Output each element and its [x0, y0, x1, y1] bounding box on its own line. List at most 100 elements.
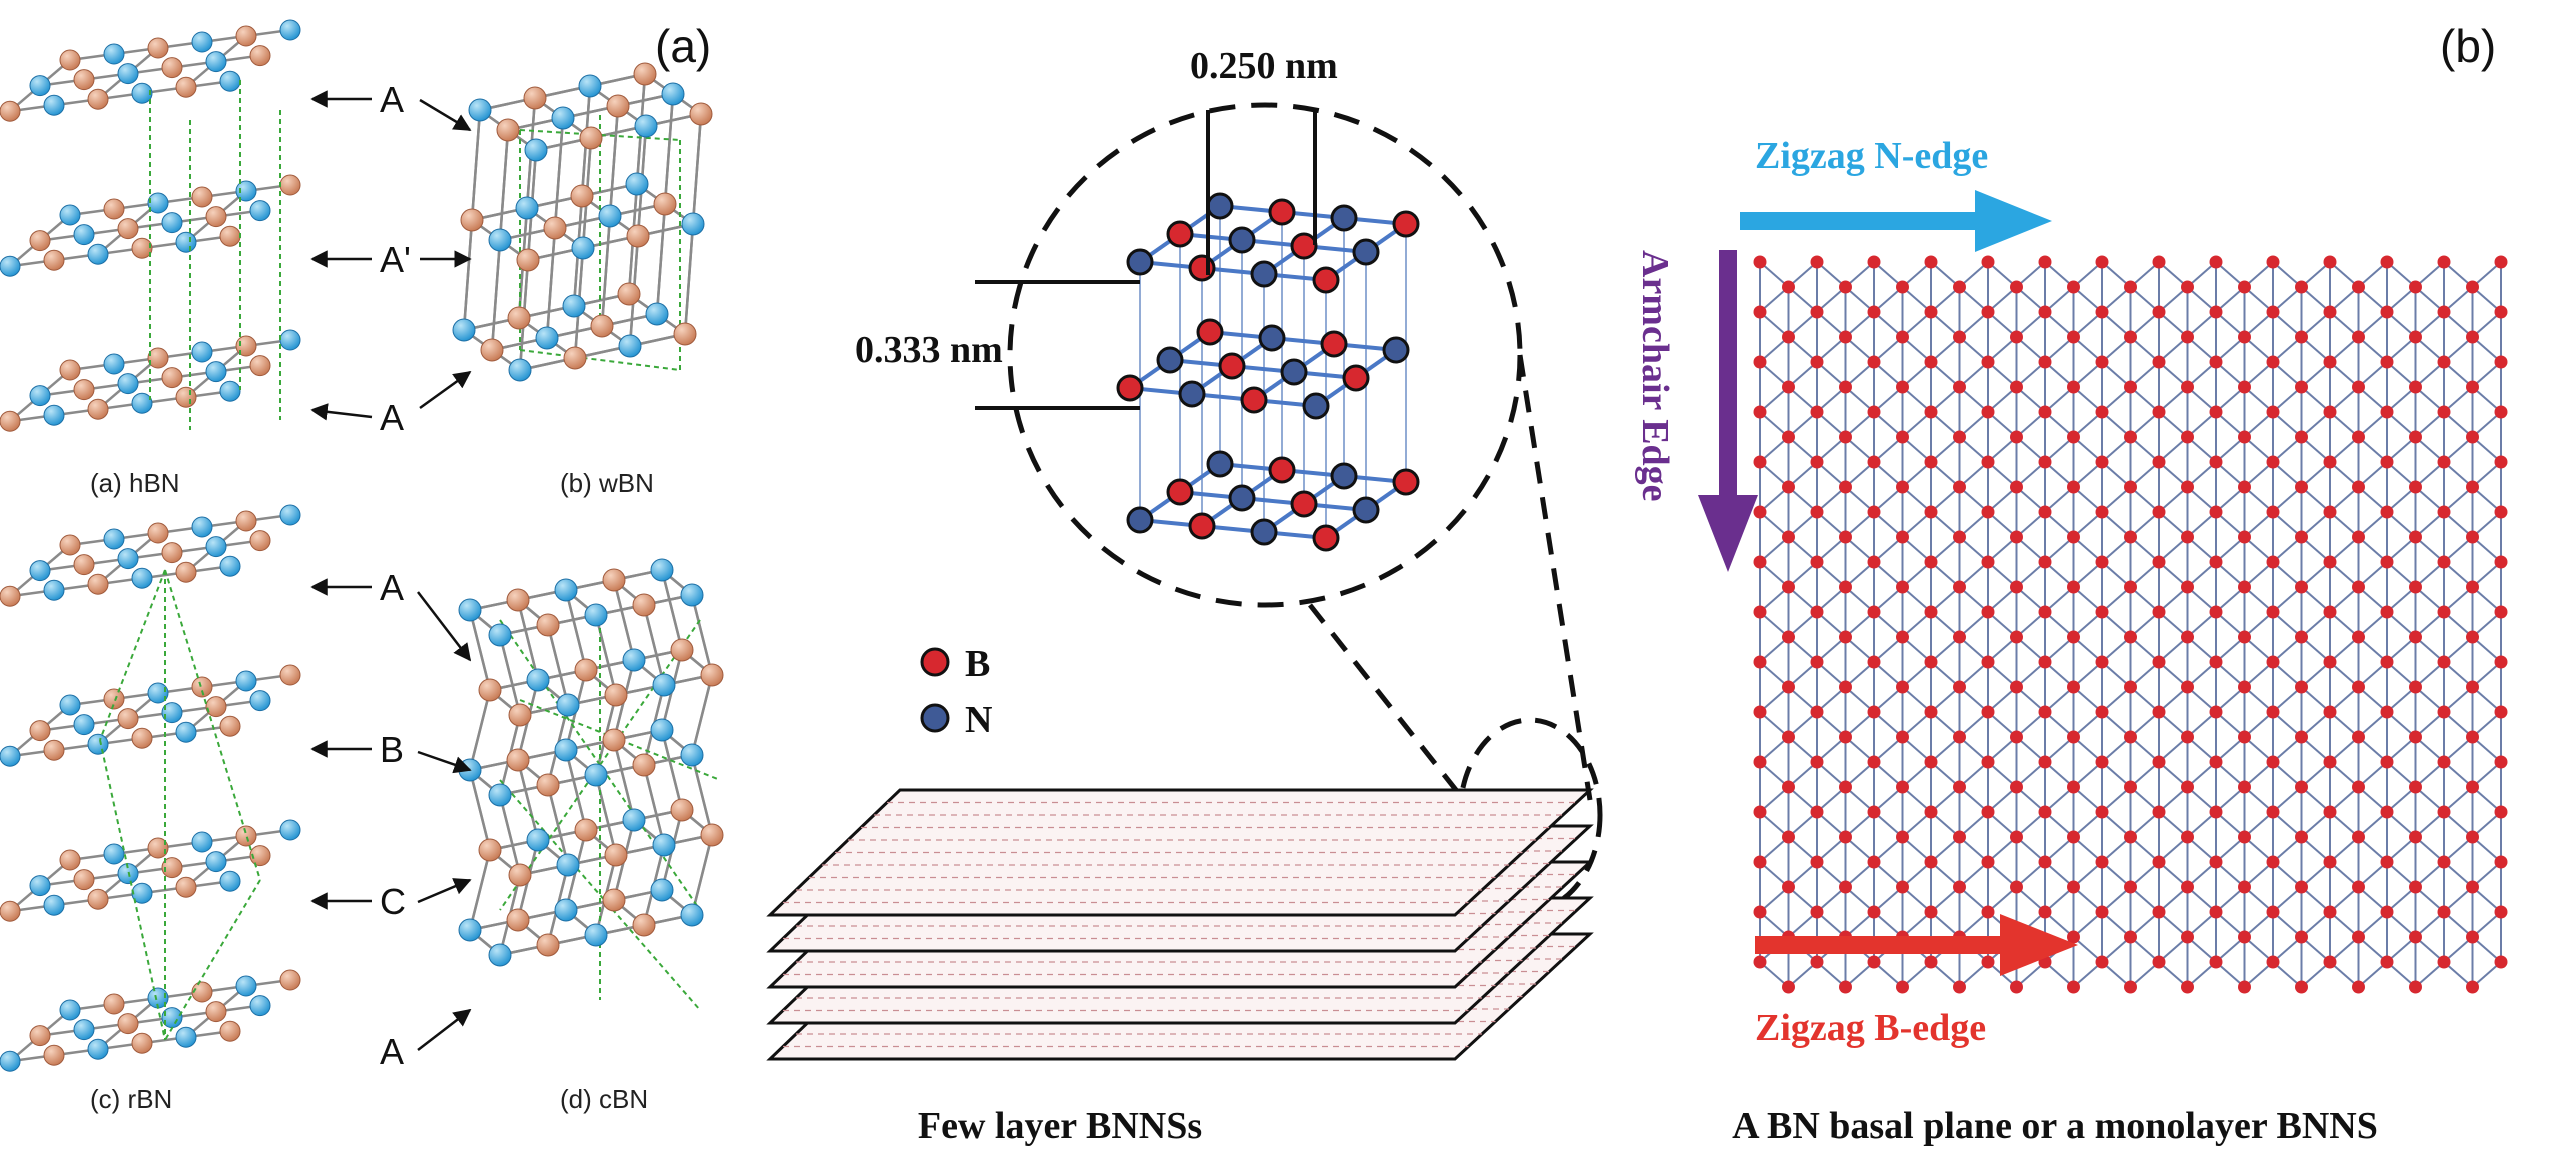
nitrogen-atom [554, 898, 578, 922]
boron-atom [249, 845, 271, 867]
boron-atom [496, 118, 520, 142]
boron-atom [1392, 468, 1420, 496]
boron-atom [1782, 480, 1795, 494]
caption-rbn: (c) rBN [90, 1084, 172, 1114]
boron-atom [147, 837, 169, 859]
nitrogen-atom [650, 878, 674, 902]
bond [690, 594, 714, 676]
boron-atom [1953, 780, 1966, 794]
boron-atom [633, 62, 657, 86]
stacking-label: A [380, 1031, 404, 1072]
boron-atom [1924, 305, 1938, 319]
boron-atom [2095, 455, 2109, 469]
boron-atom [2409, 980, 2422, 994]
boron-atom [1839, 630, 1852, 644]
boron-atom [1953, 830, 1966, 844]
boron-atom [73, 869, 95, 891]
boron-atom [2323, 605, 2337, 619]
bond [546, 784, 570, 866]
boron-atom [700, 663, 724, 687]
nitrogen-atom [1250, 260, 1278, 288]
boron-atom [1924, 255, 1938, 269]
boron-atom [59, 359, 81, 381]
boron-atom [1896, 480, 1909, 494]
boron-atom [460, 208, 484, 232]
nitrogen-atom [103, 43, 125, 65]
boron-atom [506, 588, 530, 612]
boron-atom [2380, 855, 2394, 869]
nitrogen-atom [191, 831, 213, 853]
boron-atom [2238, 880, 2251, 894]
boron-atom [2295, 980, 2308, 994]
nitrogen-atom [0, 1050, 21, 1072]
nitrogen-atom [73, 1019, 95, 1041]
boron-atom [2010, 980, 2023, 994]
boron-atom [1896, 780, 1909, 794]
boron-atom [103, 198, 125, 220]
boron-atom [1896, 730, 1909, 744]
boron-atom [191, 981, 213, 1003]
boron-atom [2010, 730, 2023, 744]
boron-atom [2295, 630, 2308, 644]
boron-atom [2152, 755, 2166, 769]
nitrogen-atom [584, 763, 608, 787]
boron-atom [1810, 305, 1824, 319]
boron-atom [2238, 780, 2251, 794]
boron-atom [2266, 355, 2280, 369]
boron-atom [602, 888, 626, 912]
boron-atom [1839, 430, 1852, 444]
boron-atom [1839, 380, 1852, 394]
boron-atom [2152, 655, 2166, 669]
boron-atom [2095, 405, 2109, 419]
boron-atom [2152, 855, 2166, 869]
boron-atom [2038, 905, 2052, 919]
boron-atom [2095, 255, 2109, 269]
boron-atom [2124, 330, 2137, 344]
boron-atom [2152, 605, 2166, 619]
boron-atom [2380, 705, 2394, 719]
boron-atom [2494, 655, 2508, 669]
boron-atom [2238, 430, 2251, 444]
boron-atom [1981, 755, 1995, 769]
boron-atom [191, 676, 213, 698]
bond [468, 769, 492, 851]
boron-atom [2238, 930, 2251, 944]
boron-atom [1953, 980, 1966, 994]
boron-atom [2038, 705, 2052, 719]
nitrogen-atom [175, 1026, 197, 1048]
boron-atom [2466, 980, 2479, 994]
nitrogen-atom [554, 738, 578, 762]
boron-atom [175, 561, 197, 583]
dim-interlayer: 0.333 nm [855, 329, 1003, 371]
boron-atom [508, 703, 532, 727]
boron-atom [2466, 930, 2479, 944]
boron-atom [1188, 254, 1216, 282]
boron-atom [1753, 655, 1767, 669]
boron-atom [1810, 555, 1824, 569]
boron-atom [1924, 455, 1938, 469]
nitrogen-atom [650, 718, 674, 742]
nitrogen-atom [488, 228, 512, 252]
boron-atom [1392, 210, 1420, 238]
stacked-sheets [766, 788, 1594, 1061]
boron-atom [2380, 605, 2394, 619]
boron-atom [2466, 530, 2479, 544]
boron-atom [1782, 880, 1795, 894]
boron-atom [700, 823, 724, 847]
bond [691, 113, 703, 225]
nitrogen-atom [524, 138, 548, 162]
boron-atom [1782, 730, 1795, 744]
boron-atom [2181, 680, 2194, 694]
boron-atom [2380, 755, 2394, 769]
boron-atom [2010, 630, 2023, 644]
boron-atom [175, 386, 197, 408]
boron-atom [1810, 355, 1824, 369]
nitrogen-atom [87, 1038, 109, 1060]
boron-atom [1867, 305, 1881, 319]
boron-atom [2494, 905, 2508, 919]
nitrogen-atom [625, 172, 649, 196]
panel-b-label: (b) [2440, 20, 2496, 72]
nitrogen-atom [219, 870, 241, 892]
rbn-structure [0, 504, 301, 1072]
boron-atom [1810, 255, 1824, 269]
